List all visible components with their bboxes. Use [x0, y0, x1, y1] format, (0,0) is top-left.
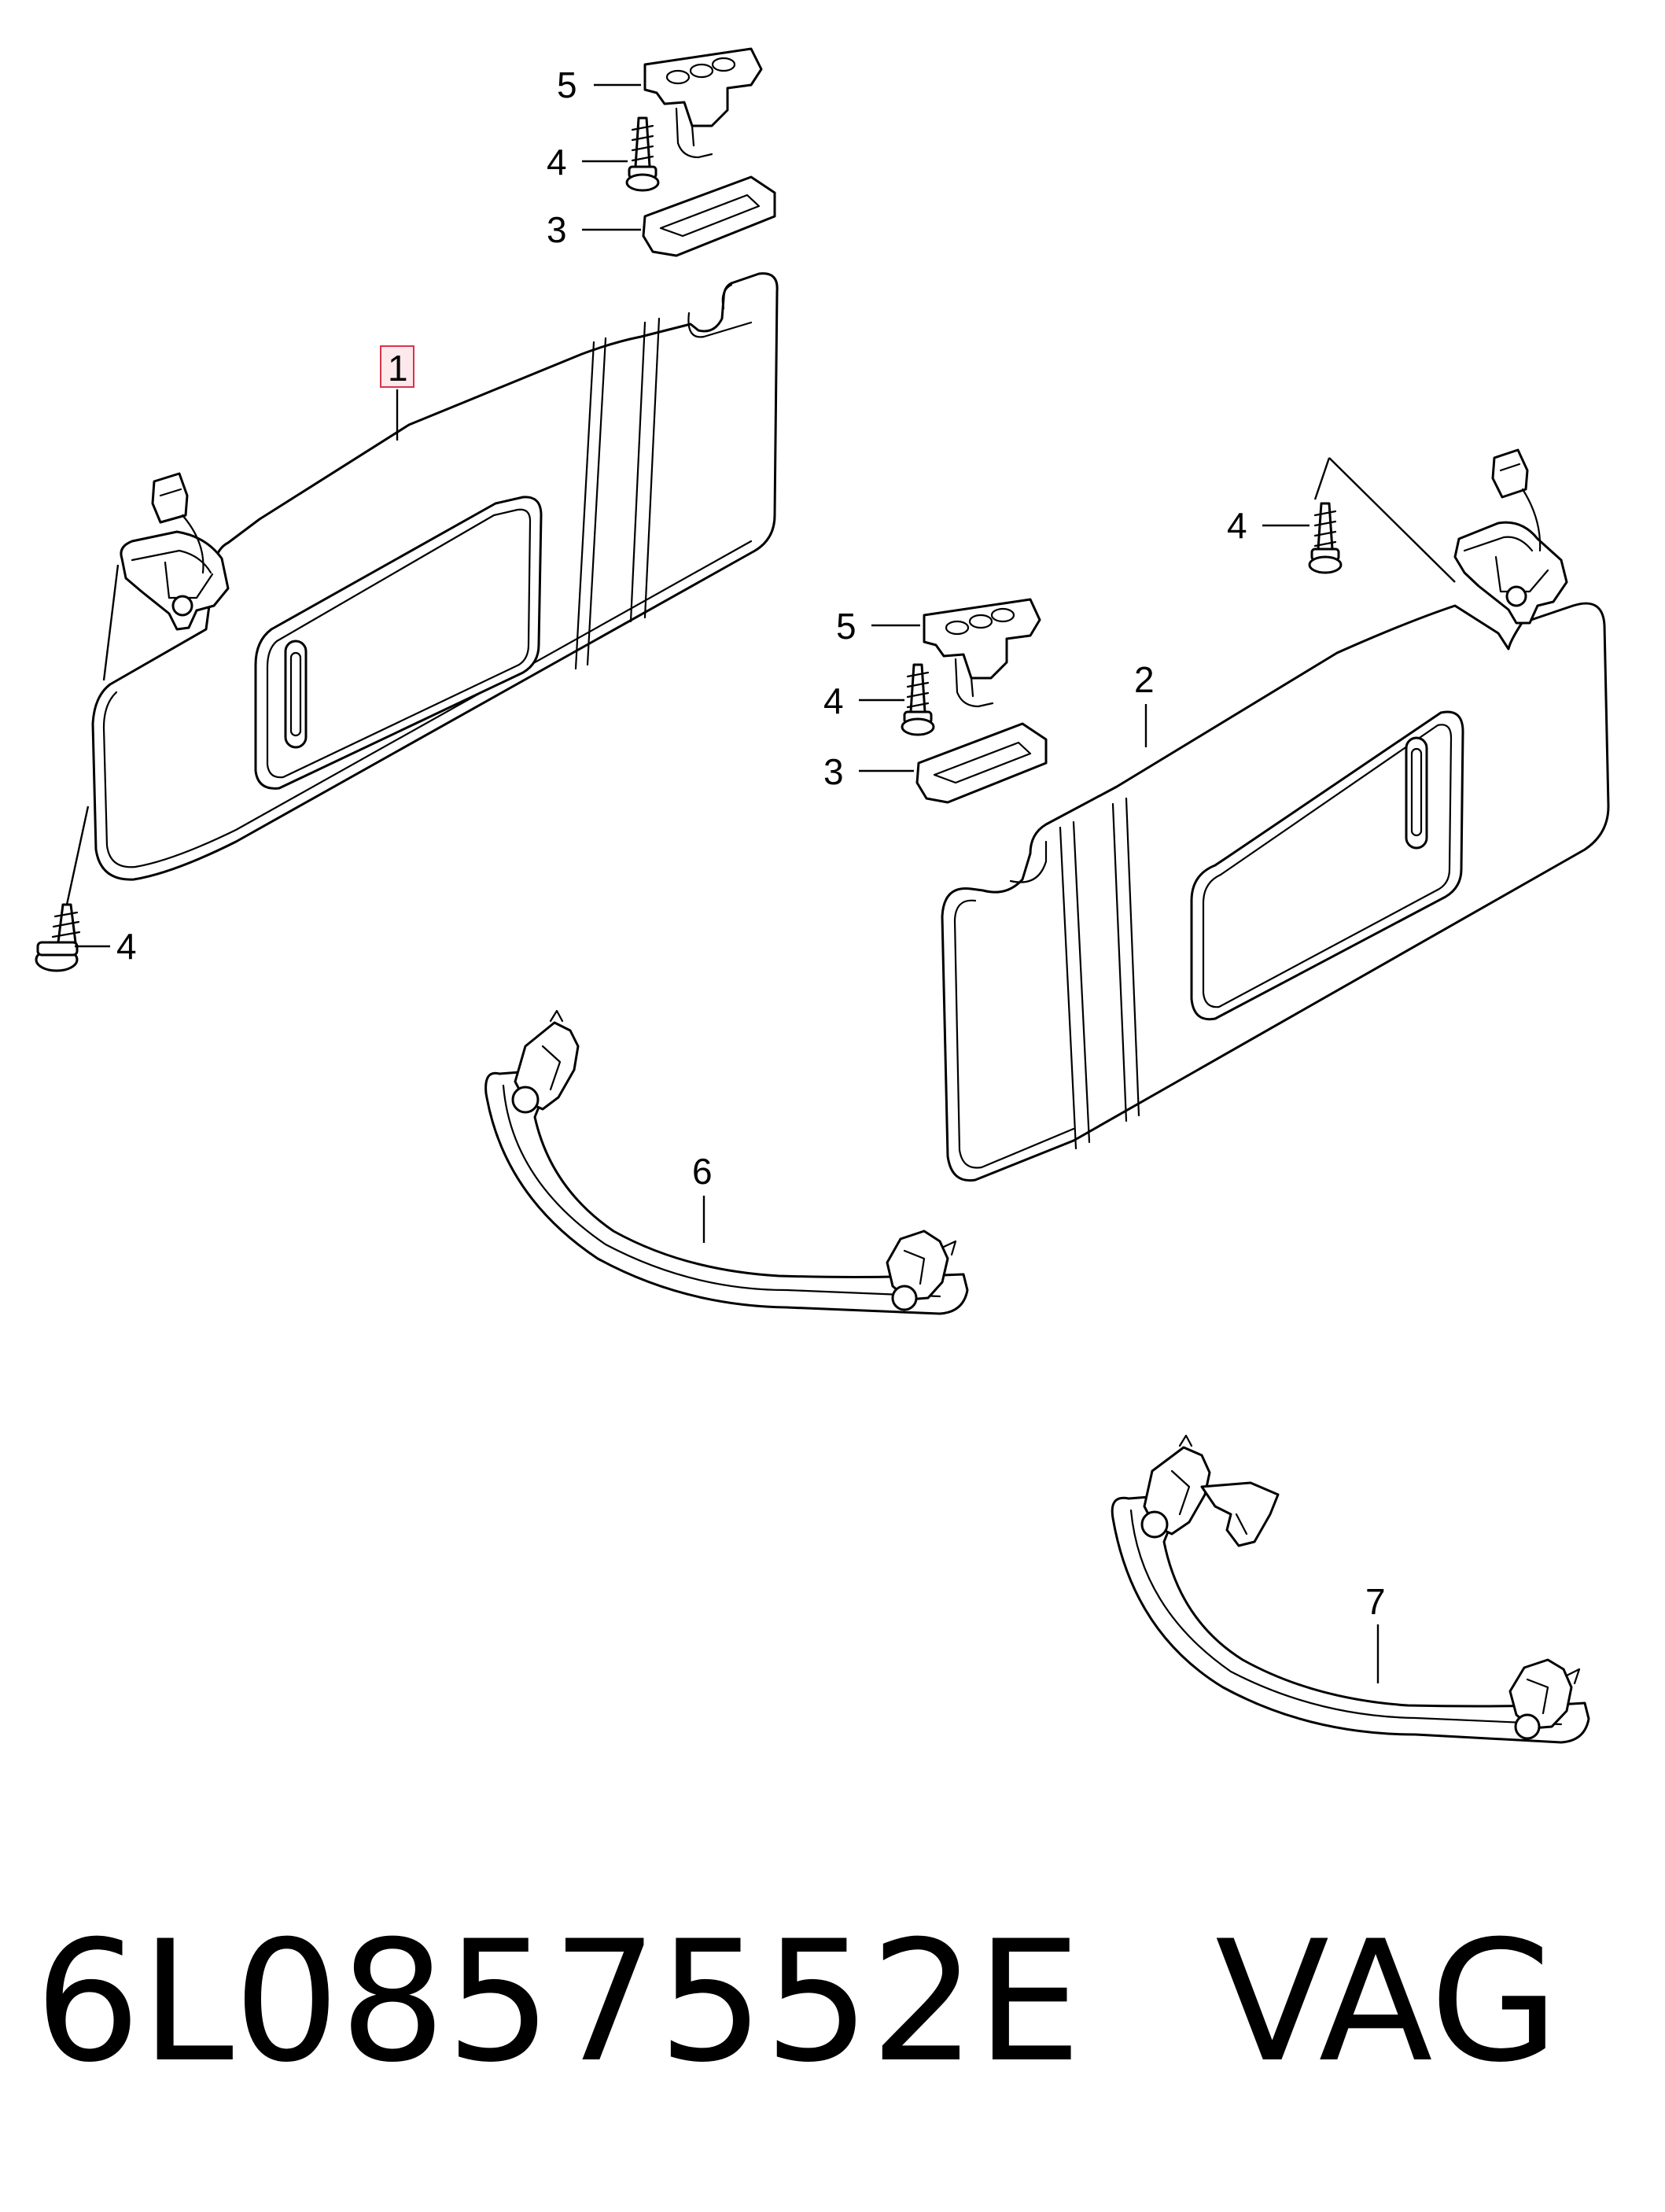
clip-5-center — [923, 598, 1041, 708]
sun-visor-right — [941, 448, 1610, 1182]
callout-3-top: 3 — [547, 209, 567, 250]
screw-4-center — [901, 663, 935, 736]
callout-1-highlight — [380, 345, 414, 388]
callout-4-right: 4 — [1227, 505, 1247, 546]
callout-1[interactable]: 1 — [388, 348, 408, 389]
part-number: 6L0857552E — [35, 1904, 1082, 2099]
sun-visor-left — [91, 272, 779, 881]
grab-handle-7 — [1111, 1434, 1590, 1744]
callout-7[interactable]: 7 — [1365, 1581, 1386, 1622]
callout-4-left: 4 — [116, 926, 137, 967]
leader-lines — [65, 83, 1456, 1683]
callout-4-center: 4 — [823, 680, 844, 721]
cover-3-center — [915, 722, 1048, 804]
screw-4-right — [1308, 502, 1343, 574]
callout-4-top: 4 — [547, 142, 567, 182]
brand-name: VAG — [1215, 1904, 1560, 2099]
part-number-caption: 6L0857552E VAG — [35, 1900, 1559, 2104]
screw-4-top — [625, 116, 660, 192]
grab-handle-6 — [484, 1009, 969, 1315]
cover-3-top — [642, 175, 776, 257]
screw-4-left — [35, 903, 81, 972]
callout-5-top: 5 — [557, 65, 577, 105]
callout-3-center: 3 — [823, 751, 844, 792]
callout-5-center: 5 — [836, 606, 856, 647]
callout-2[interactable]: 2 — [1134, 659, 1155, 700]
clip-5-top — [643, 47, 763, 159]
callout-6[interactable]: 6 — [692, 1151, 713, 1192]
callouts: 5 4 3 1 4 5 4 3 2 4 6 7 — [116, 65, 1386, 1622]
